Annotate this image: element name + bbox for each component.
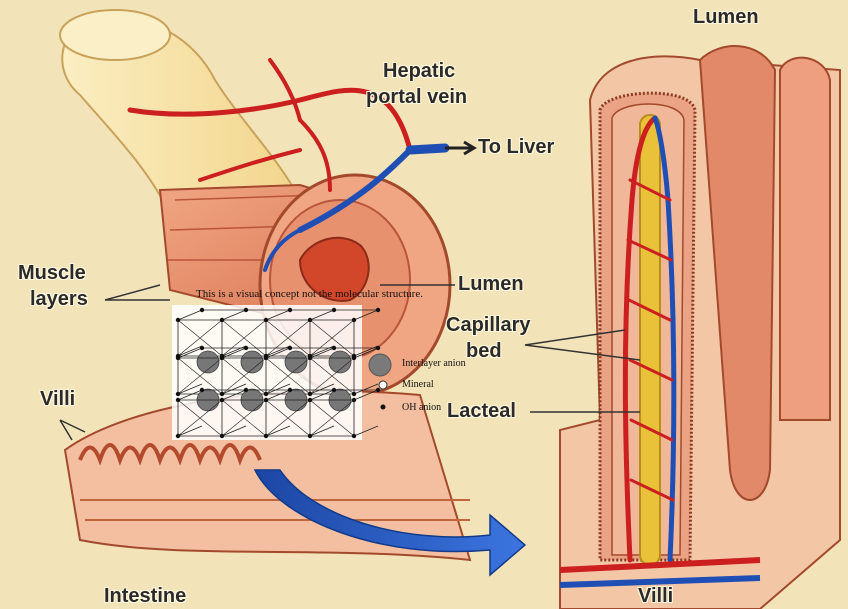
oh-anion-dot bbox=[332, 308, 336, 312]
villi-bottom-label: Villi bbox=[638, 585, 673, 607]
to-liver-arrow bbox=[445, 142, 474, 154]
to-liver-label: To Liver bbox=[478, 136, 554, 158]
oh-anion-dot bbox=[332, 388, 336, 392]
oh-anion-dot bbox=[220, 356, 224, 360]
oh-anion-dot bbox=[376, 388, 380, 392]
oh-anion-dot bbox=[376, 308, 380, 312]
oh-anion-dot bbox=[376, 346, 380, 350]
oh-anion-dot bbox=[288, 388, 292, 392]
capillary-bed-label-2: bed bbox=[466, 340, 502, 362]
hepatic-portal-vein-label-2: portal vein bbox=[366, 86, 467, 108]
muscle-layers-label-2: layers bbox=[30, 288, 88, 310]
oh-anion-dot bbox=[308, 398, 312, 402]
oh-anion-dot bbox=[264, 392, 268, 396]
lumen-top-label: Lumen bbox=[693, 6, 759, 28]
oh-anion-dot bbox=[288, 308, 292, 312]
oh-anion-dot bbox=[176, 434, 180, 438]
oh-anion-dot bbox=[220, 318, 224, 322]
oh-anion-dot bbox=[244, 308, 248, 312]
oh-anion-dot bbox=[264, 398, 268, 402]
interlayer-anion-marker bbox=[369, 354, 391, 376]
oh-anion-dot bbox=[220, 398, 224, 402]
oh-anion-dot bbox=[308, 318, 312, 322]
legend-oh-anion-label: OH anion bbox=[402, 402, 441, 414]
intestine-label: Intestine bbox=[104, 585, 186, 607]
oh-anion-marker bbox=[381, 405, 386, 410]
oh-anion-dot bbox=[308, 356, 312, 360]
lumen-mid-label: Lumen bbox=[458, 273, 524, 295]
oh-anion-dot bbox=[352, 434, 356, 438]
muscle-layers-label-1: Muscle bbox=[18, 262, 86, 284]
mineral-marker bbox=[379, 381, 387, 389]
oh-anion-dot bbox=[264, 356, 268, 360]
oh-anion-dot bbox=[264, 434, 268, 438]
capillary-bed-label-1: Capillary bbox=[446, 314, 530, 336]
layered-lattice-diagram bbox=[172, 305, 380, 440]
oh-anion-dot bbox=[220, 392, 224, 396]
oh-anion-dot bbox=[176, 318, 180, 322]
lacteal-label: Lacteal bbox=[447, 400, 516, 422]
oh-anion-dot bbox=[200, 308, 204, 312]
oh-anion-dot bbox=[176, 392, 180, 396]
villi-left-label: Villi bbox=[40, 388, 75, 410]
legend-interlayer-anion-label: Interlayer anion bbox=[402, 358, 466, 370]
oh-anion-dot bbox=[176, 398, 180, 402]
oh-anion-dot bbox=[200, 388, 204, 392]
oh-anion-dot bbox=[176, 356, 180, 360]
overlay-caption: This is a visual concept not the molecul… bbox=[196, 288, 423, 301]
legend-mineral-label: Mineral bbox=[402, 379, 434, 391]
oh-anion-dot bbox=[288, 346, 292, 350]
oh-anion-dot bbox=[352, 392, 356, 396]
oh-anion-dot bbox=[244, 388, 248, 392]
oh-anion-dot bbox=[332, 346, 336, 350]
hepatic-portal-vein-label-1: Hepatic bbox=[383, 60, 455, 82]
lacteal bbox=[640, 115, 660, 565]
oh-anion-dot bbox=[352, 398, 356, 402]
oh-anion-dot bbox=[200, 346, 204, 350]
oh-anion-dot bbox=[308, 434, 312, 438]
oh-anion-dot bbox=[308, 392, 312, 396]
oh-anion-dot bbox=[352, 356, 356, 360]
oh-anion-dot bbox=[244, 346, 248, 350]
oh-anion-dot bbox=[264, 318, 268, 322]
oh-anion-dot bbox=[352, 318, 356, 322]
oh-anion-dot bbox=[220, 434, 224, 438]
